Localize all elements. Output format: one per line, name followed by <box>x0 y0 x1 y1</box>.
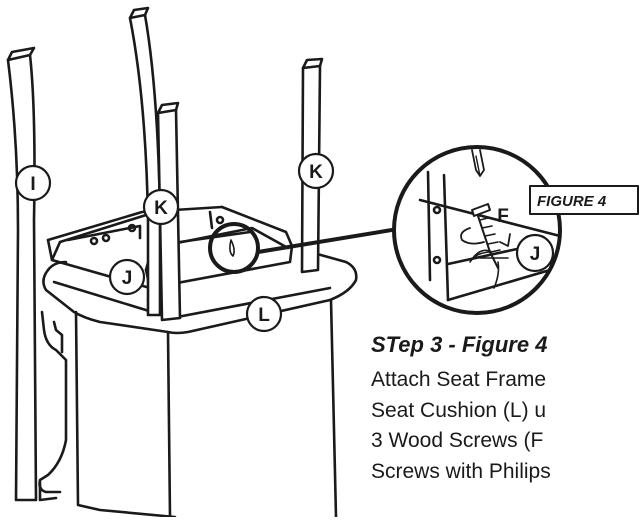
callout-bubble-l <box>245 295 283 333</box>
step-line: 3 Wood Screws (F <box>371 429 544 452</box>
callout-i: I <box>30 174 35 195</box>
figure-label: FIGURE 4 <box>537 193 607 210</box>
magnified-detail <box>392 145 562 315</box>
callout-bubble-i <box>14 164 52 202</box>
seat-cushion-drawing <box>42 250 358 519</box>
callout-bubble-j <box>108 258 146 296</box>
step-line: Seat Cushion (L) u <box>371 398 547 422</box>
step-instructions: Attach Seat Frame Seat Cushion (L) u 3 W… <box>371 365 551 487</box>
callout-bubble-k-left <box>142 188 180 226</box>
callout-j-detail: J <box>530 244 541 265</box>
callout-k-left: K <box>154 198 168 219</box>
callout-j: J <box>122 268 133 289</box>
callout-bubbles <box>14 152 555 333</box>
step-title: STep 3 - Figure 4 <box>371 332 548 357</box>
callout-k-right: K <box>309 162 323 183</box>
side-rails <box>38 310 68 502</box>
callout-l: L <box>258 305 270 326</box>
callout-f: F <box>497 206 509 227</box>
step-line: Attach Seat Frame <box>371 368 547 391</box>
callout-bubble-k-right <box>297 152 335 190</box>
detail-highlight <box>208 222 406 274</box>
callout-bubble-j-detail <box>515 233 555 273</box>
step-line: Screws with Philips <box>371 459 551 483</box>
figure-label-box <box>529 185 639 215</box>
